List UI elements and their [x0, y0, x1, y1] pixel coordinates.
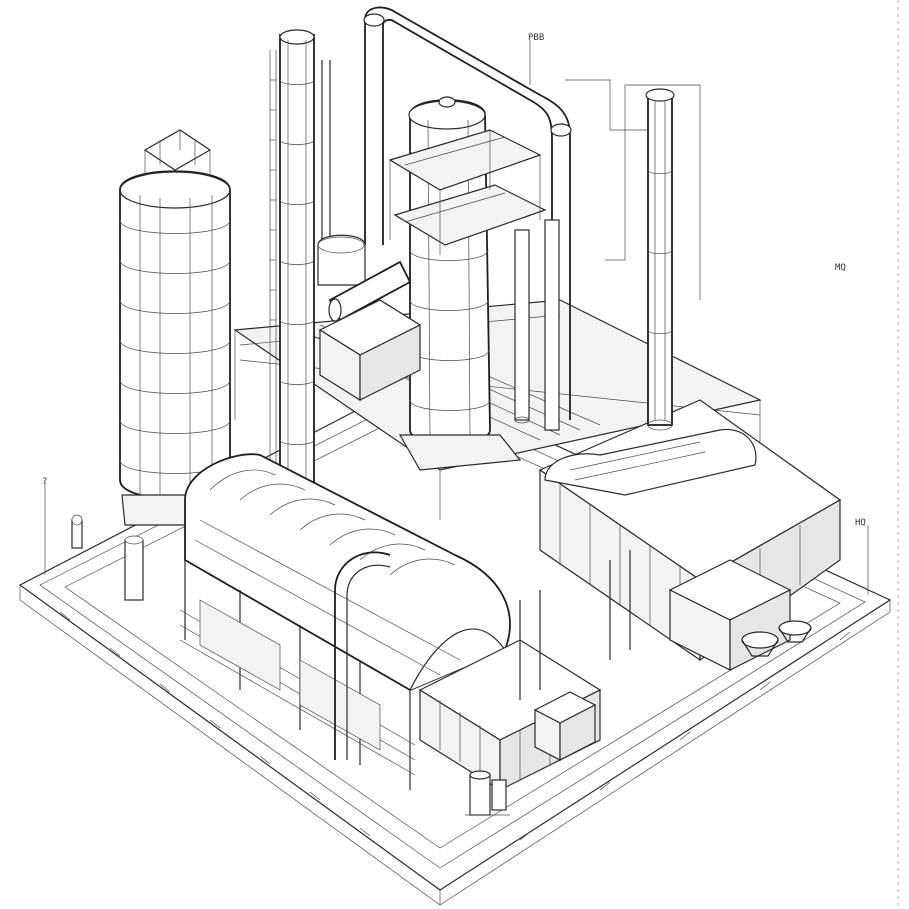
mid-housing [318, 299, 422, 402]
valve-assembly [465, 770, 510, 816]
front-center-machinery [418, 550, 631, 816]
horizontal-drum [179, 453, 511, 790]
callout-right-side-b: MQ [835, 263, 846, 273]
right-stack [565, 79, 701, 431]
central-column [388, 96, 560, 471]
front-left-valves [44, 482, 144, 601]
center-chimney [269, 29, 331, 497]
small-tank [317, 234, 366, 286]
callout-top-stack: PBB [528, 33, 544, 43]
callout-right-side-a: HQ [855, 518, 866, 528]
right-equipment-block [538, 399, 842, 671]
transfer-pipe [328, 260, 412, 322]
left-vertical-vessel [119, 129, 231, 526]
overhead-pipe [363, 6, 572, 420]
callout-left-side: ? [42, 477, 47, 487]
